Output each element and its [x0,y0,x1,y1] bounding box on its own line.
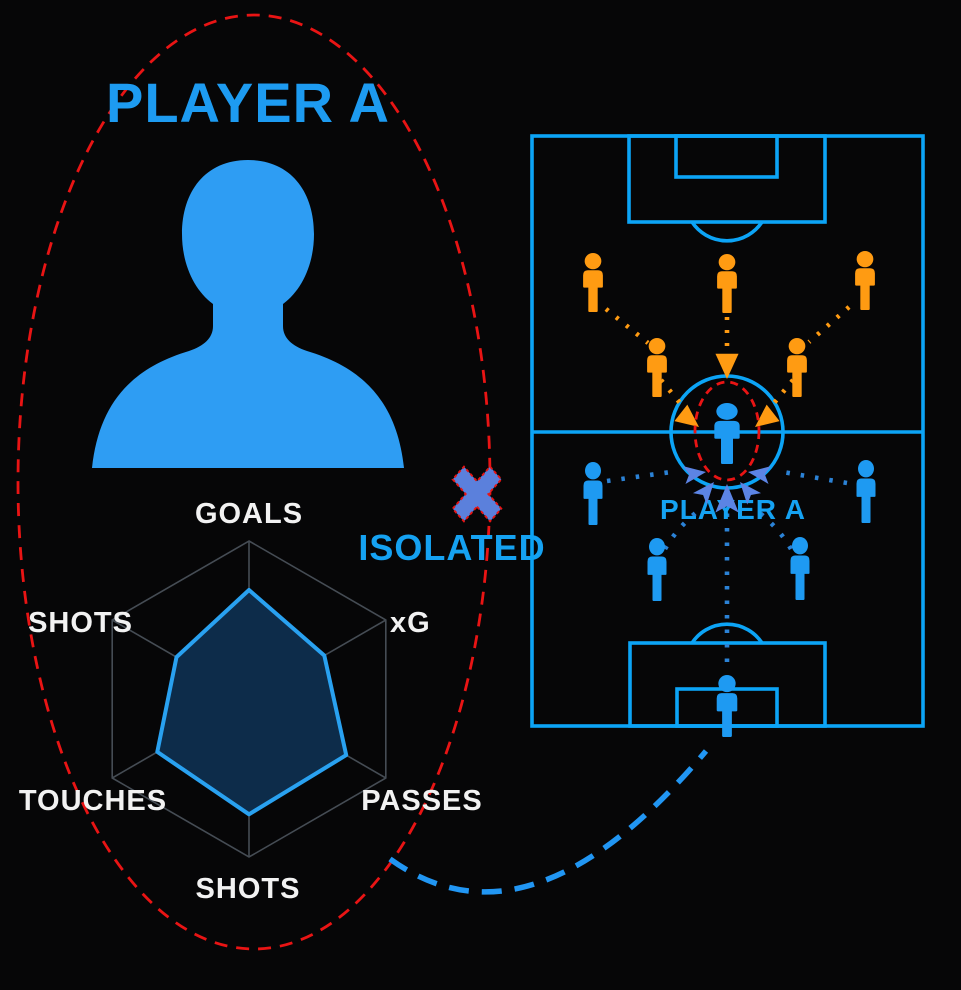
goal-box-top [674,134,779,179]
pitch-player-a-label: PLAYER A [660,494,806,525]
penalty-arc-top [690,220,764,243]
radar-label-shots-bottom: SHOTS [196,873,301,905]
teammate-player-icon [583,462,603,525]
opponent-press-line [807,305,851,344]
radar-data-polygon [155,588,349,817]
penalty-arc-bottom [690,622,764,645]
isolated-label: ISOLATED [358,527,545,568]
penalty-box-top [627,134,827,224]
teammate-player-icon [790,537,810,600]
isolated-status: ISOLATED [358,465,545,568]
teammate-player-icon [856,460,876,523]
player-a-icon [714,403,740,464]
teammate-support-line [776,468,848,486]
pitch-diagram: PLAYER A [530,134,925,737]
radar-label-touches: TOUCHES [19,785,167,817]
opponent-press-line [604,307,650,345]
x-cross-icon [451,465,503,523]
support-arrow-icon [746,463,772,484]
opponent-player-icon [855,251,875,310]
opponent-player-icon [583,253,603,312]
teammate-player-icon [647,538,667,601]
page-title: PLAYER A [106,71,390,134]
opponent-player-icon [717,254,737,313]
opponent-press-line [659,378,682,405]
radar-label-shots-upper: SHOTS [28,607,133,639]
radar-chart: GOALS xG PASSES SHOTS TOUCHES SHOTS [19,498,483,905]
radar-label-goals: GOALS [195,498,303,530]
opponent-press-line [772,378,795,405]
radar-label-passes: PASSES [361,785,483,817]
connection-curve [388,749,709,895]
opponent-player-icon [647,338,667,397]
player-a-isolation-ellipse [693,380,761,482]
opponent-player-icon [787,338,807,397]
teammate-support-line [606,468,679,484]
player-silhouette-icon [92,160,404,468]
radar-label-xg: xG [390,607,431,639]
support-arrow-icon [682,463,708,484]
